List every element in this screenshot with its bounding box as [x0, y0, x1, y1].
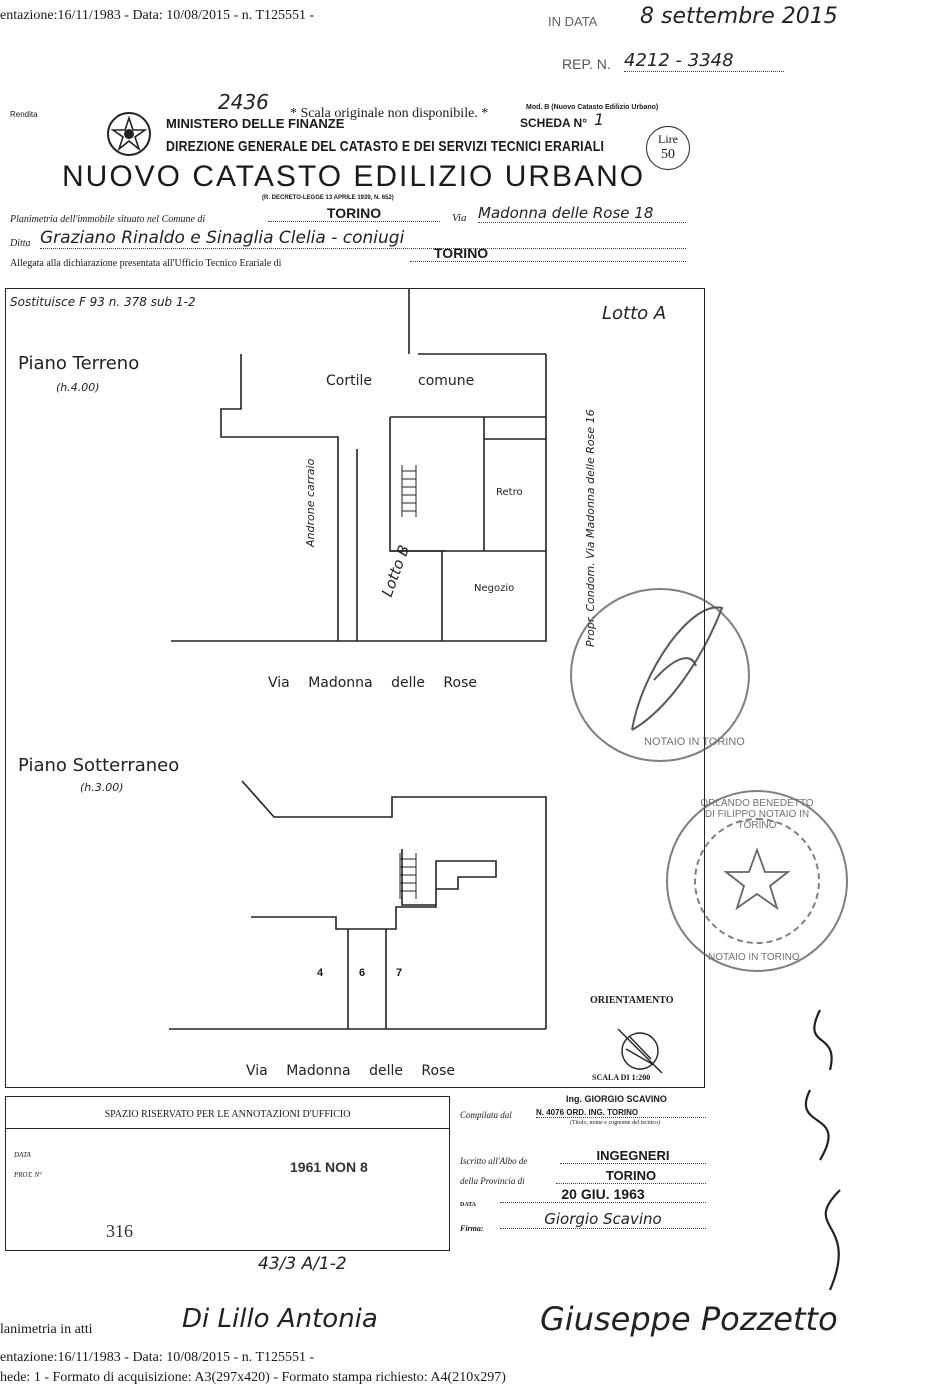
- scale-notice: * Scala originale non disponibile. *: [290, 106, 489, 121]
- compilato-data-label: DATA: [460, 1202, 477, 1208]
- piano-sotterraneo-label: Piano Sotterraneo: [18, 755, 180, 776]
- footer-line-1: entazione:16/11/1983 - Data: 10/08/2015 …: [0, 1350, 315, 1365]
- office-box-title: SPAZIO RISERVATO PER LE ANNOTAZIONI D'UF…: [6, 1097, 449, 1129]
- plan-stair: [401, 465, 417, 517]
- street-label-basement: Via Madonna delle Rose: [246, 1063, 455, 1079]
- scheda-value: 1: [594, 110, 605, 129]
- albo-value: INGEGNERI: [560, 1148, 706, 1164]
- plan-wall: [356, 449, 446, 641]
- compilato-label: Compilata dal: [460, 1110, 512, 1120]
- ditta-value: Graziano Rinaldo e Sinaglia Clelia - con…: [40, 228, 686, 249]
- comune-label: comune: [418, 373, 475, 389]
- provincia-value: TORINO: [556, 1168, 706, 1184]
- via-value: Madonna delle Rose 18: [478, 204, 686, 223]
- notary-seal-upper-text: NOTAIO IN TORINO: [644, 736, 745, 748]
- engineer-name: Ing. GIORGIO SCAVINO: [566, 1094, 667, 1104]
- comune-value: TORINO: [268, 205, 440, 222]
- scale-label: SCALA DI 1:200: [592, 1073, 651, 1082]
- office-prot-label: PROT. N°: [14, 1171, 42, 1179]
- model-label: Mod. B (Nuovo Catasto Edilizio Urbano): [526, 104, 659, 111]
- north-arrow-circle: [621, 1032, 659, 1070]
- cell-4: 4: [317, 967, 324, 979]
- direction-name: DIREZIONE GENERALE DEL CATASTO E DEI SER…: [166, 138, 605, 155]
- handwritten-reference: 43/3 A/1-2: [258, 1254, 347, 1274]
- provincia-label: della Provincia di: [460, 1176, 525, 1186]
- ministry-name: MINISTERO DELLE FINANZE: [166, 116, 345, 131]
- piano-terreno-label: Piano Terreno: [18, 353, 140, 374]
- floor-plan-drawing: [169, 289, 663, 1074]
- office-annotations-box: SPAZIO RISERVATO PER LE ANNOTAZIONI D'UF…: [5, 1096, 450, 1251]
- firma-value: Giorgio Scavino: [500, 1210, 706, 1229]
- notary-seal-lower: ORLANDO BENEDETTO DI FILIPPO NOTAIO IN T…: [666, 790, 848, 972]
- engineer-hint: (Titolo, nome e cognome del tecnico): [570, 1120, 661, 1126]
- seal-inner-ring: [694, 818, 820, 944]
- street-label-ground: Via Madonna delle Rose: [268, 675, 477, 691]
- allegata-value-text: TORINO: [434, 245, 489, 261]
- republic-emblem-icon: [107, 112, 151, 156]
- piano-sotterraneo-height: (h.3.00): [80, 781, 124, 794]
- engineer-registration: N. 4076 ORD. ING. TORINO: [536, 1108, 706, 1118]
- cell-7: 7: [396, 967, 403, 979]
- planimetria-label: Planimetria dell'immobile situato nel Co…: [10, 214, 206, 225]
- piano-terreno-height: (h.4.00): [56, 381, 100, 394]
- signature-right: Giuseppe Pozzetto: [540, 1300, 838, 1338]
- scheda-label: SCHEDA N°: [520, 116, 588, 130]
- office-data-label: DATA: [14, 1151, 31, 1159]
- floor-plan-frame: Sostituisce F 93 n. 378 sub 1-2 Lotto A …: [5, 288, 705, 1088]
- office-bottom-number: 316: [106, 1221, 133, 1241]
- margin-signature-icon: [804, 1009, 841, 1291]
- plan-reference: Sostituisce F 93 n. 378 sub 1-2: [10, 295, 196, 309]
- ditta-label: Ditta: [10, 238, 31, 249]
- via-label: Via: [452, 212, 467, 224]
- seal-star-icon: [723, 847, 791, 911]
- negozio-label: Negozio: [474, 583, 515, 594]
- footer-line-2: hede: 1 - Formato di acquisizione: A3(29…: [0, 1370, 506, 1385]
- cortile-label: Cortile: [326, 373, 372, 389]
- in-data-label: IN DATA: [548, 14, 598, 29]
- planimetria-atti: lanimetria in atti: [0, 1322, 93, 1337]
- allegata-label: Allegata alla dichiarazione presentata a…: [10, 258, 282, 269]
- seal-outer-text: ORLANDO BENEDETTO DI FILIPPO NOTAIO IN T…: [700, 798, 814, 831]
- form-title: NUOVO CATASTO EDILIZIO URBANO: [62, 160, 646, 193]
- notary-seal-upper: NOTAIO IN TORINO: [570, 588, 750, 762]
- rep-value: 4212 - 3348: [624, 50, 784, 72]
- rep-label: REP. N.: [562, 56, 611, 72]
- lire-badge: Lire 50: [646, 126, 690, 170]
- in-data-value: 8 settembre 2015: [640, 4, 838, 29]
- lire-value: 50: [661, 147, 675, 162]
- seal-bottom-text: NOTAIO IN TORINO: [708, 952, 800, 963]
- lotto-a-label: Lotto A: [602, 303, 667, 324]
- allegata-value: TORINO: [410, 245, 686, 262]
- plan-stair: [399, 853, 417, 899]
- orientamento-label: ORIENTAMENTO: [590, 995, 674, 1006]
- cell-6: 6: [359, 967, 366, 979]
- retro-label: Retro: [496, 487, 523, 498]
- lire-label: Lire: [658, 132, 678, 146]
- firma-label: Firma:: [460, 1224, 484, 1233]
- signature-scribble-icon: [631, 606, 724, 731]
- office-stamp-number: 1961 NON 8: [290, 1159, 368, 1175]
- plan-wall: [169, 780, 547, 1030]
- north-arrow-icon: [617, 1028, 663, 1074]
- androne-label: Androne carraio: [304, 458, 317, 547]
- top-reference: entazione:16/11/1983 - Data: 10/08/2015 …: [0, 8, 315, 23]
- albo-label: Iscritto all'Albo de: [460, 1156, 528, 1166]
- small-left-note: Rendita: [10, 110, 38, 119]
- compilato-data-value: 20 GIU. 1963: [500, 1186, 706, 1203]
- decree-note: (R. DECRETO-LEGGE 13 APRILE 1939, N. 652…: [262, 195, 394, 201]
- handwritten-number: 2436: [218, 90, 269, 114]
- signature-left: Di Lillo Antonia: [182, 1304, 378, 1334]
